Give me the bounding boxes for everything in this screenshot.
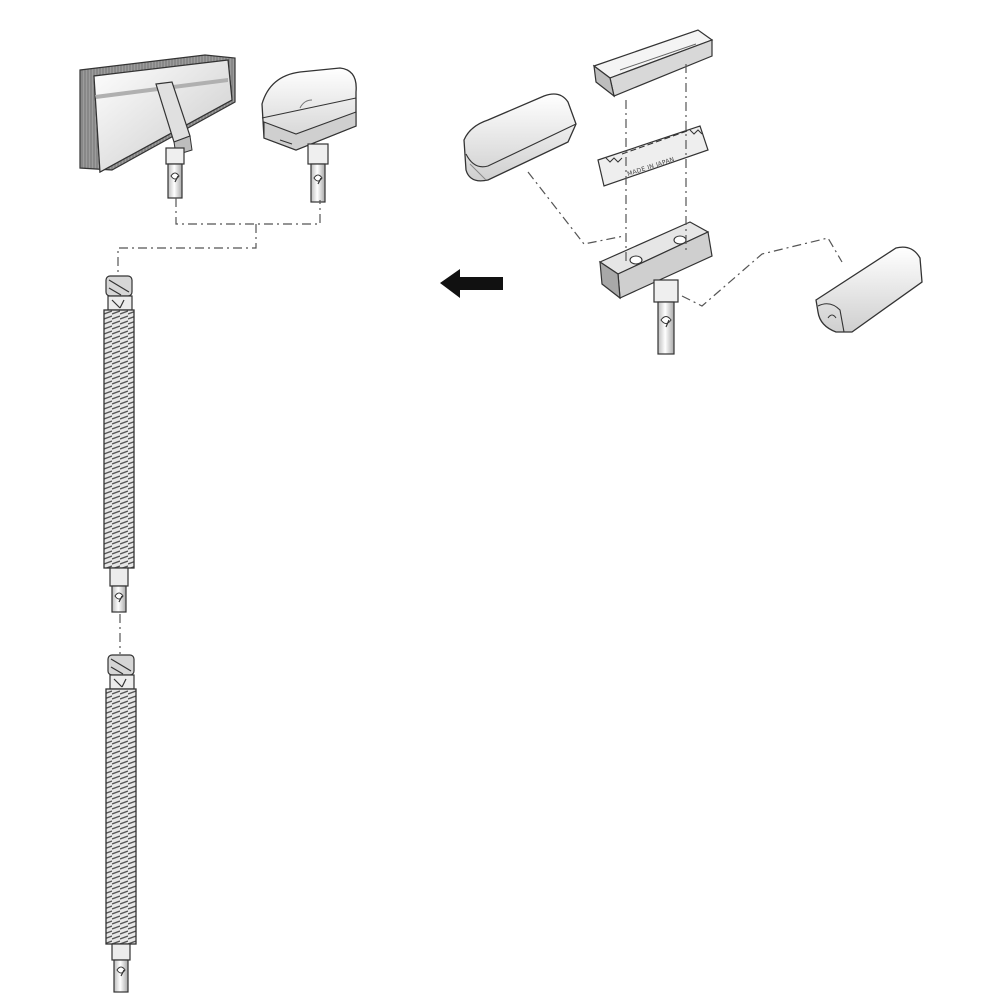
scrub-brush-head: [79, 54, 236, 173]
pad-head: [261, 67, 357, 151]
blade-top-clamp: [592, 29, 714, 98]
razor-connector: [653, 279, 679, 355]
blade-base-holder: [598, 221, 713, 300]
razor-blade: MADE IN JAPAN: [597, 125, 709, 187]
pole-segment-lower: [105, 654, 137, 993]
pole-segment-upper: [103, 275, 135, 613]
end-clip: [815, 246, 923, 333]
protective-blade-cover: [463, 93, 577, 182]
pad-head-connector: [307, 143, 329, 203]
assembly-direction-arrow-icon: [440, 269, 503, 298]
connection-lines-right: [527, 64, 843, 307]
connection-lines-top: [117, 198, 321, 275]
brush-head-connector: [165, 147, 185, 199]
